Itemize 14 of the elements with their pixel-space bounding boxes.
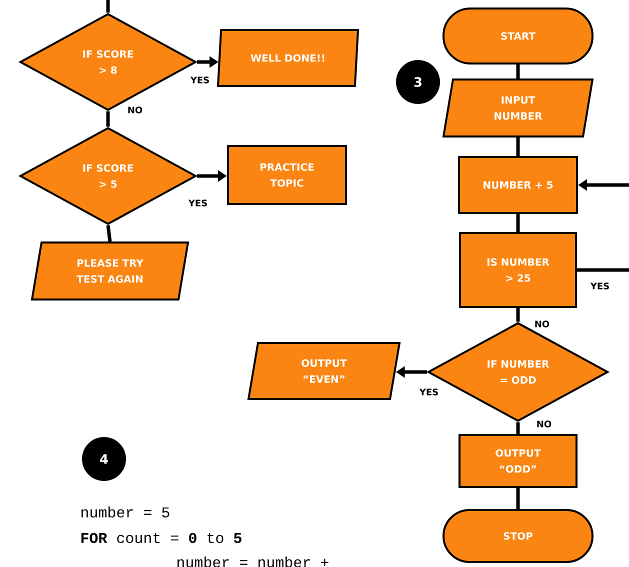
code-line: FOR count = 0 to 5	[81, 532, 242, 544]
edge-label: NO	[533, 320, 551, 328]
edge-label: YES	[589, 282, 611, 290]
process-box: OUTPUT “ODD”	[458, 434, 578, 488]
step-number: 4	[82, 437, 126, 481]
step-number: 3	[396, 60, 440, 104]
edge-label: YES	[418, 388, 440, 396]
process-box: PRACTICE TOPIC	[227, 145, 347, 205]
terminal-box: STOP	[442, 509, 594, 563]
process-box: IS NUMBER > 25	[459, 232, 577, 308]
code-line: number = 5	[82, 506, 170, 518]
process-box: NUMBER + 5	[458, 156, 578, 214]
edge-label: NO	[535, 420, 553, 428]
terminal-box: START	[442, 8, 594, 64]
